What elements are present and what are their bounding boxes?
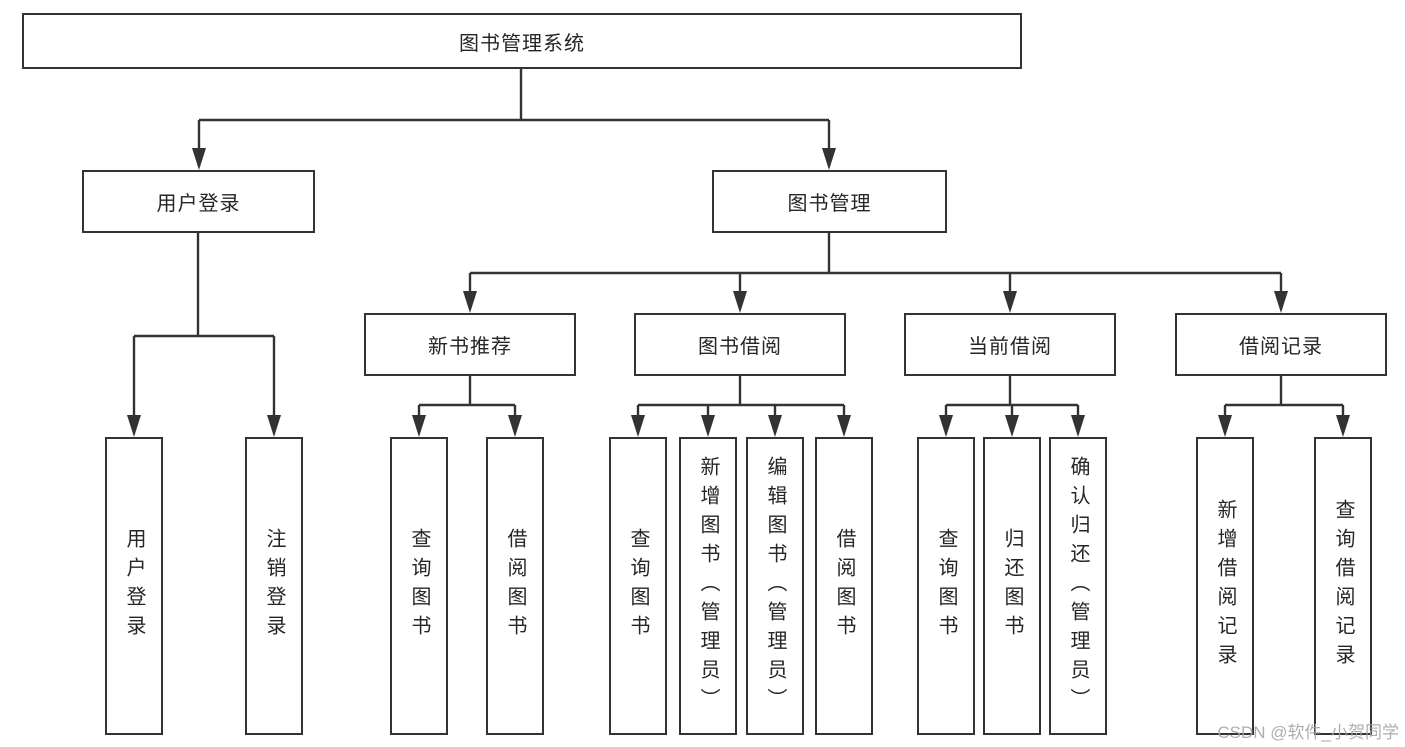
node-borrowing-records: 借阅记录 — [1175, 313, 1387, 376]
node-label: 确认归还（管理员） — [1067, 455, 1089, 717]
node-new-book-recommend: 新书推荐 — [364, 313, 576, 376]
leaf-add-borrow-record: 新增借阅记录 — [1196, 437, 1254, 735]
node-label: 查询图书 — [627, 528, 649, 644]
csdn-watermark: CSDN @软件_小贺同学 — [1217, 723, 1399, 742]
node-label: 用户登录 — [156, 193, 241, 215]
node-label: 新增借阅记录 — [1214, 499, 1236, 673]
node-book-borrowing: 图书借阅 — [634, 313, 846, 376]
node-current-borrowing: 当前借阅 — [904, 313, 1116, 376]
leaf-add-books-admin: 新增图书（管理员） — [679, 437, 737, 735]
node-label: 用户登录 — [123, 528, 145, 644]
node-label: 借阅图书 — [504, 528, 526, 644]
node-label: 查询借阅记录 — [1332, 499, 1354, 673]
node-book-management: 图书管理 — [712, 170, 947, 233]
leaf-user-login: 用户登录 — [105, 437, 163, 735]
leaf-current-query-books: 查询图书 — [917, 437, 975, 735]
arrowheads — [127, 148, 1350, 437]
leaf-recommend-borrow-books: 借阅图书 — [486, 437, 544, 735]
node-library-management-system: 图书管理系统 — [22, 13, 1022, 69]
node-user-login: 用户登录 — [82, 170, 315, 233]
leaf-confirm-return-admin: 确认归还（管理员） — [1049, 437, 1107, 735]
node-label: 查询图书 — [935, 528, 957, 644]
node-label: 编辑图书（管理员） — [764, 455, 786, 717]
node-label: 归还图书 — [1001, 528, 1023, 644]
node-label: 注销登录 — [263, 528, 285, 644]
node-label: 新增图书（管理员） — [697, 455, 719, 717]
node-label: 图书管理系统 — [459, 32, 585, 55]
node-label: 图书借阅 — [698, 336, 782, 358]
node-label: 借阅图书 — [833, 528, 855, 644]
node-label: 当前借阅 — [968, 336, 1052, 358]
node-label: 图书管理 — [787, 193, 872, 215]
node-label: 查询图书 — [408, 528, 430, 644]
leaf-logout-login: 注销登录 — [245, 437, 303, 735]
node-label: 借阅记录 — [1239, 336, 1323, 358]
leaf-borrowing-query-books: 查询图书 — [609, 437, 667, 735]
leaf-query-borrow-record: 查询借阅记录 — [1314, 437, 1372, 735]
leaf-edit-books-admin: 编辑图书（管理员） — [746, 437, 804, 735]
leaf-return-books: 归还图书 — [983, 437, 1041, 735]
leaf-borrowing-borrow-books: 借阅图书 — [815, 437, 873, 735]
node-label: 新书推荐 — [428, 336, 512, 358]
leaf-recommend-query-books: 查询图书 — [390, 437, 448, 735]
